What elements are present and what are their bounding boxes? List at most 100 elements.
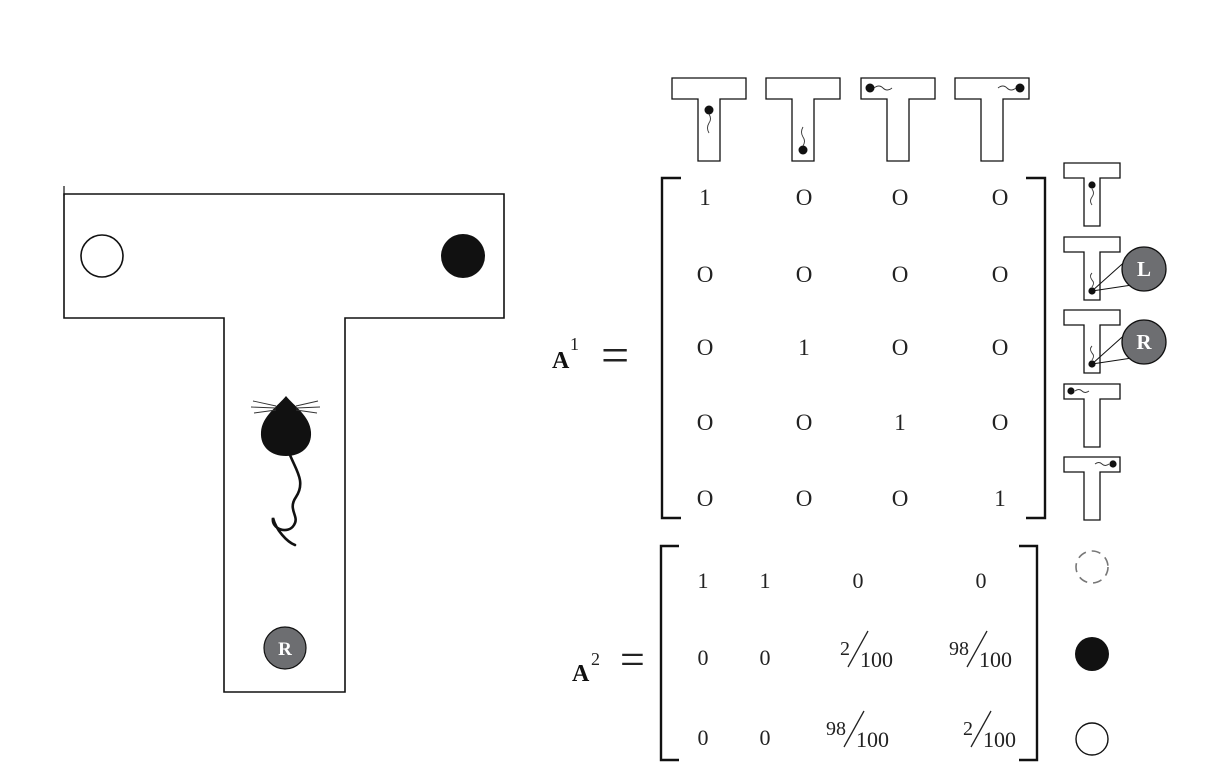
mini-maze-outline	[1063, 236, 1121, 301]
a1-cell: 1	[994, 486, 1006, 511]
a2-label: A 2 =	[572, 635, 645, 687]
a2-cell-value: 0	[976, 568, 987, 593]
a1-cell: O	[697, 262, 714, 287]
column-header-2	[765, 77, 841, 162]
a2-cell-value: 0	[760, 645, 771, 670]
mini-maze-outline	[1063, 162, 1121, 227]
row-badge: L	[1121, 246, 1167, 292]
a1-right-bracket	[1026, 176, 1047, 520]
a2-cell: 0	[698, 725, 709, 750]
mini-mouse-dot	[1015, 83, 1025, 93]
a1-cell: O	[697, 335, 714, 360]
a1-cell: O	[796, 410, 813, 435]
column-header-3	[860, 77, 936, 162]
a1-cell: 1	[699, 185, 711, 210]
a2-cell: 0	[853, 568, 864, 593]
mini-maze-outline	[765, 77, 841, 162]
a2-fraction-numerator: 98	[826, 718, 846, 740]
a1-cell: O	[992, 410, 1009, 435]
a2-letter: A	[572, 661, 590, 687]
row-maze-1	[1063, 162, 1121, 227]
mini-mouse-tail	[801, 126, 805, 147]
a1-cell: O	[992, 185, 1009, 210]
mini-maze-outline	[860, 77, 936, 162]
a1-letter: A	[552, 348, 570, 374]
mini-maze-outline	[1063, 456, 1121, 521]
a2-cell-value: 1	[698, 568, 709, 593]
mouse-body	[260, 396, 312, 456]
a2-fraction-denominator: 100	[860, 647, 893, 672]
a2-cell: 0	[760, 725, 771, 750]
mini-maze-outline	[1063, 309, 1121, 374]
a2-equals: =	[620, 635, 645, 684]
a2-fraction-numerator: 98	[949, 638, 969, 660]
mini-mouse-dot	[704, 105, 714, 115]
a2-cell: 2 100	[840, 630, 893, 672]
column-header-4	[954, 77, 1030, 162]
t-maze: R	[63, 186, 505, 693]
a2-cell: 0	[760, 645, 771, 670]
a1-cell: O	[796, 262, 813, 287]
start-badge-label: R	[278, 639, 292, 660]
left-arm-open-circle	[80, 234, 124, 278]
a1-cell: O	[697, 410, 714, 435]
a2-cell: 1	[760, 568, 771, 593]
right-arm-filled-circle	[441, 234, 485, 278]
a2-superscript: 2	[591, 649, 600, 669]
mouse-whiskers	[250, 400, 321, 414]
a1-cell: O	[992, 262, 1009, 287]
a1-equals: =	[601, 327, 629, 383]
mini-mouse-tail	[997, 85, 1017, 91]
a1-column-headers	[671, 77, 1030, 162]
mini-mouse-dot	[1067, 387, 1075, 395]
row-maze-3: R	[1063, 309, 1167, 374]
a2-fraction-numerator: 2	[963, 718, 973, 740]
mini-mouse-dot	[865, 83, 875, 93]
row-maze-2: L	[1063, 236, 1167, 301]
a1-label: A 1 =	[552, 327, 629, 383]
mini-mouse-dot	[1109, 460, 1117, 468]
a2-fraction-slash	[847, 630, 869, 668]
mini-maze-outline	[954, 77, 1030, 162]
row-badge: R	[1121, 319, 1167, 365]
a1-cell: O	[892, 335, 909, 360]
a2-cell: 0	[698, 645, 709, 670]
a2-right-bracket	[1019, 544, 1039, 762]
a2-cell-value: 0	[698, 725, 709, 750]
mini-mouse-tail	[1090, 272, 1094, 288]
a1-cell: O	[697, 486, 714, 511]
row-badge-label: L	[1137, 257, 1151, 281]
dashed-circle-icon	[1075, 550, 1109, 584]
row-maze-5	[1063, 456, 1121, 521]
a1-cell: O	[796, 185, 813, 210]
mini-mouse-tail	[1090, 188, 1094, 206]
a2-fraction-slash	[843, 710, 865, 748]
a1-cell: O	[992, 335, 1009, 360]
a1-cell: O	[892, 185, 909, 210]
a2-fraction-denominator: 100	[979, 647, 1012, 672]
a1-cell: O	[892, 486, 909, 511]
row-maze-4	[1063, 383, 1121, 448]
a1-cell: O	[796, 486, 813, 511]
a2-fraction-denominator: 100	[983, 727, 1016, 752]
mini-maze-outline	[671, 77, 747, 162]
a2-cell: 0	[976, 568, 987, 593]
a2-fraction-numerator: 2	[840, 638, 850, 660]
a2-fraction-slash	[966, 630, 988, 668]
a2-cell: 2 100	[963, 710, 1016, 752]
mini-mouse-tail	[707, 113, 711, 134]
mouse-tail	[271, 453, 302, 547]
a2-cell-value: 0	[760, 725, 771, 750]
mini-mouse-tail	[1090, 345, 1094, 361]
a2-cell: 98 100	[949, 630, 1012, 672]
mini-mouse-tail	[873, 85, 893, 91]
start-badge: R	[263, 626, 307, 670]
mini-mouse-dot	[1088, 181, 1096, 189]
a1-left-bracket	[660, 176, 681, 520]
mini-maze-outline	[1063, 383, 1121, 448]
row-badge-label: R	[1136, 330, 1152, 354]
